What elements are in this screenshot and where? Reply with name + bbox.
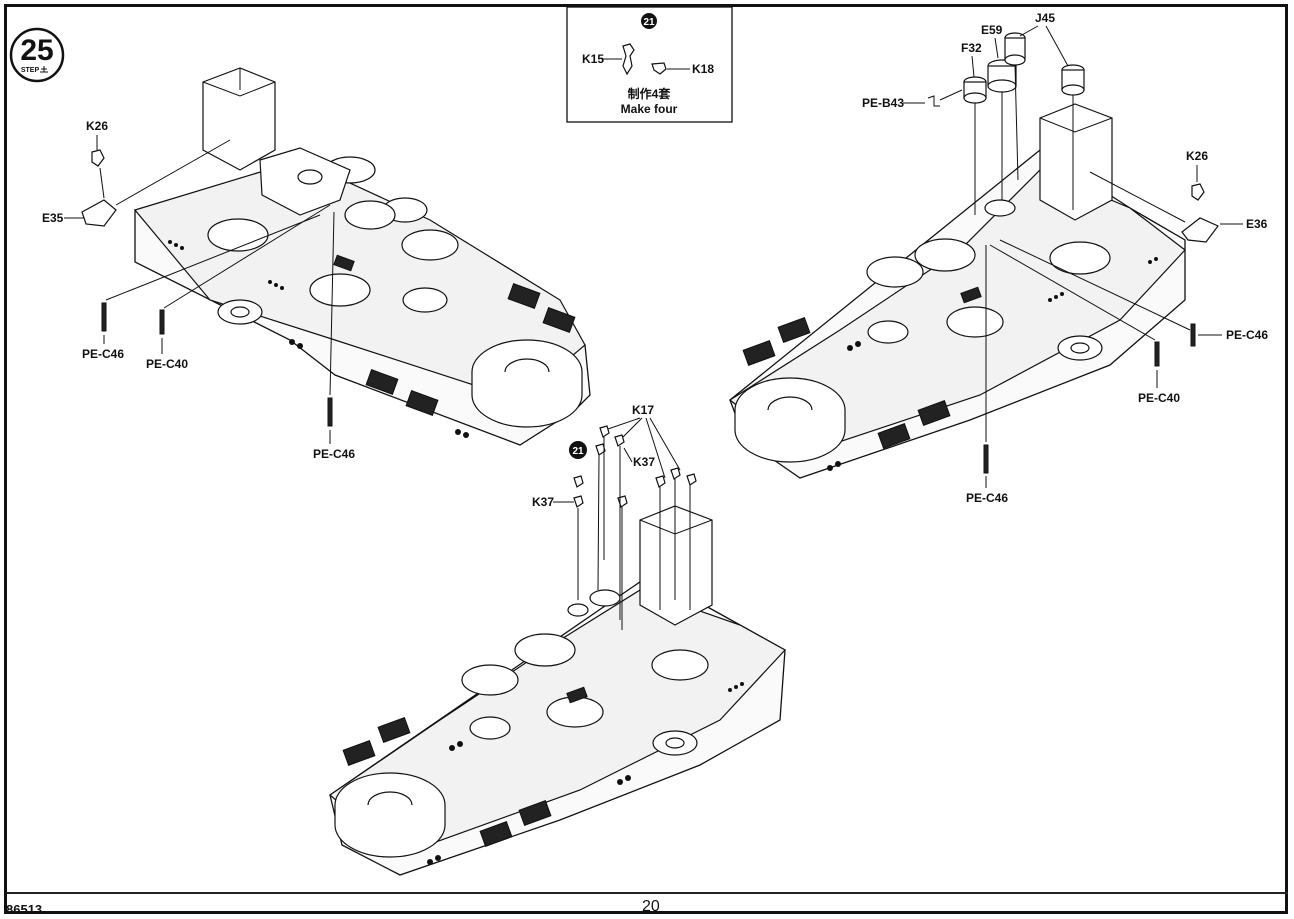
footer-page-number: 20 bbox=[642, 898, 660, 915]
inset-caption-en: Make four bbox=[621, 102, 678, 116]
inset-part-k15: K15 bbox=[582, 52, 604, 66]
footer-product-code: 86513 bbox=[6, 902, 43, 917]
part-k18-icon bbox=[651, 62, 667, 75]
assembly-left: K26 E35 PE-C46 PE-C40 PE-C46 bbox=[42, 67, 591, 461]
part-k17-d-icon bbox=[670, 467, 681, 480]
part-f32-icon bbox=[963, 92, 987, 104]
inset-badge-number: 21 bbox=[643, 17, 655, 28]
label-k37-left: K37 bbox=[532, 495, 554, 509]
assembly-right: E59 J45 F32 PE-B43 K26 E36 PE-C46 PE-C40 bbox=[728, 11, 1268, 505]
label-e59: E59 bbox=[981, 23, 1003, 37]
label-pe-c46-bottom: PE-C46 bbox=[313, 447, 355, 461]
step-label: STEP bbox=[21, 67, 40, 74]
label-k26-left: K26 bbox=[86, 119, 108, 133]
part-pe-c40-right-icon bbox=[1154, 341, 1160, 367]
label-e36: E36 bbox=[1246, 217, 1268, 231]
part-j45-b-icon bbox=[1061, 84, 1085, 96]
part-k17-c-icon bbox=[655, 475, 666, 488]
inset-box: 21 K15 K18 制作4套 Make four bbox=[566, 6, 733, 123]
label-j45: J45 bbox=[1035, 11, 1055, 25]
step-badge: 25 STEP bbox=[9, 27, 65, 83]
label-pe-c46-right: PE-C46 bbox=[1226, 328, 1268, 342]
part-k17-e-icon bbox=[686, 473, 697, 486]
part-k17-b-icon bbox=[614, 434, 625, 447]
part-k37-b-icon bbox=[573, 475, 584, 488]
label-pe-c46-bottom-right: PE-C46 bbox=[966, 491, 1008, 505]
step-number: 25 bbox=[20, 34, 53, 67]
part-pe-c46-right-icon bbox=[1190, 323, 1196, 347]
bottom-badge-number: 21 bbox=[572, 446, 584, 457]
part-pe-b43-icon bbox=[927, 95, 940, 107]
inset-part-k18: K18 bbox=[692, 62, 714, 76]
label-k37-right: K37 bbox=[633, 455, 655, 469]
label-f32: F32 bbox=[961, 41, 982, 55]
part-k37-d-icon bbox=[617, 495, 628, 508]
part-pe-c46-left-icon bbox=[101, 302, 107, 332]
part-e59-icon bbox=[987, 79, 1017, 93]
part-pe-c46-bottom-icon bbox=[327, 397, 333, 427]
label-k17: K17 bbox=[632, 403, 654, 417]
part-k26-left-icon bbox=[91, 149, 105, 167]
footer-rule bbox=[6, 892, 1288, 894]
part-j45-a-icon bbox=[1004, 54, 1026, 66]
label-pe-c40: PE-C40 bbox=[146, 357, 188, 371]
label-pe-c46-left: PE-C46 bbox=[82, 347, 124, 361]
inset-badge bbox=[641, 13, 657, 29]
label-e35: E35 bbox=[42, 211, 64, 225]
part-k26-right-icon bbox=[1191, 183, 1205, 201]
part-pe-c40-icon bbox=[159, 309, 165, 335]
label-pe-c40-right: PE-C40 bbox=[1138, 391, 1180, 405]
part-k37-a-icon bbox=[595, 443, 606, 456]
label-pe-b43: PE-B43 bbox=[862, 96, 904, 110]
inset-caption-cn: 制作4套 bbox=[628, 86, 672, 101]
part-pe-c46-bottom-right-icon bbox=[983, 444, 989, 474]
part-e36-icon bbox=[1181, 217, 1219, 243]
part-e35-icon bbox=[81, 199, 117, 227]
part-k15-icon bbox=[622, 43, 635, 76]
part-k17-a-icon bbox=[599, 425, 610, 438]
label-k26-right: K26 bbox=[1186, 149, 1208, 163]
page-border bbox=[4, 4, 1288, 914]
bottom-badge bbox=[569, 441, 587, 459]
part-k37-c-icon bbox=[573, 495, 584, 508]
assembly-bottom: 21 K17 K37 K37 bbox=[329, 403, 786, 876]
